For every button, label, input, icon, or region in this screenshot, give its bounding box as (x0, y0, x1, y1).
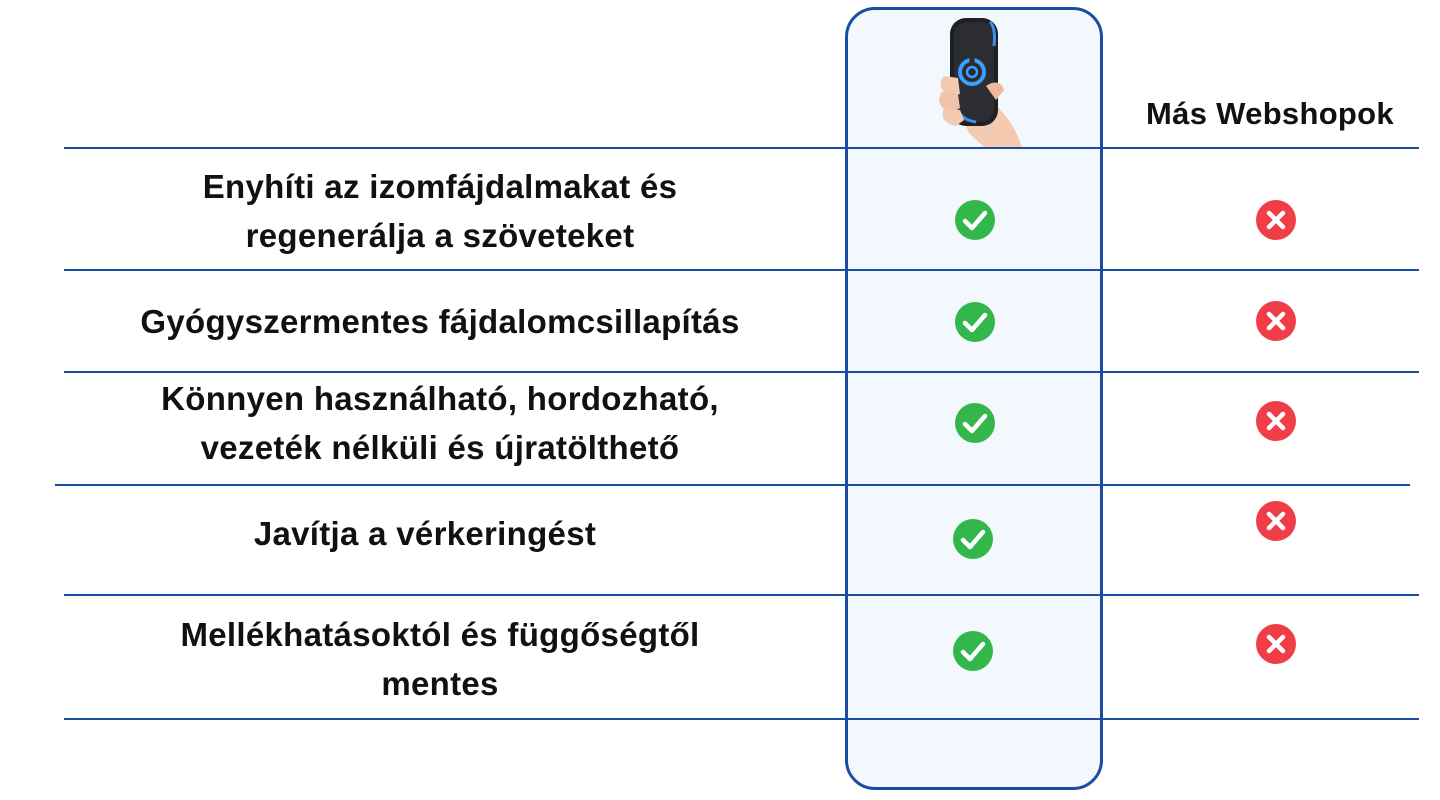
feature-line: Gyógyszermentes fájdalomcsillapítás (140, 303, 740, 340)
check-icon (953, 631, 993, 671)
check-icon (953, 519, 993, 559)
row-divider (64, 371, 1419, 373)
feature-line: Könnyen használható, hordozható, (161, 380, 719, 417)
feature-line: Mellékhatásoktól és függőségtől (180, 616, 700, 653)
feature-line: Javítja a vérkeringést (253, 515, 597, 552)
cross-icon (1256, 501, 1296, 541)
check-icon (955, 200, 995, 240)
feature-line: vezeték nélküli és újratölthető (200, 429, 680, 466)
feature-line: Enyhíti az izomfájdalmakat és (202, 168, 678, 205)
feature-line: mentes (381, 665, 499, 702)
cross-icon (1256, 200, 1296, 240)
row-divider (64, 594, 1419, 596)
feature-label-circulation: Javítja a vérkeringést (45, 509, 805, 558)
row-divider (64, 269, 1419, 271)
row-divider (55, 484, 1410, 486)
cross-icon (1256, 301, 1296, 341)
header-other-webshops: Más Webshopok (1146, 96, 1394, 131)
check-icon (955, 302, 995, 342)
row-divider (64, 147, 1419, 149)
check-icon (955, 403, 995, 443)
feature-label-drug-free: Gyógyszermentes fájdalomcsillapítás (60, 297, 820, 346)
cross-icon (1256, 401, 1296, 441)
feature-label-muscle-pain: Enyhíti az izomfájdalmakat és regenerálj… (60, 162, 820, 260)
feature-label-no-side-effects: Mellékhatásoktól és függőségtől mentes (60, 610, 820, 708)
hand-holding-massager-icon (939, 18, 1022, 148)
feature-label-portable: Könnyen használható, hordozható, vezeték… (60, 374, 820, 472)
cross-icon (1256, 624, 1296, 664)
row-divider (64, 718, 1419, 720)
feature-line: regenerálja a szöveteket (245, 217, 635, 254)
